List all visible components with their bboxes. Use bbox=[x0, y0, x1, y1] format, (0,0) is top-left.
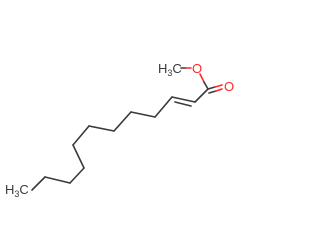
bond-c9-c10 bbox=[69, 167, 85, 184]
methyl-bottom-sub: 3 bbox=[14, 189, 19, 199]
methyl-bottom-h: H bbox=[5, 182, 14, 197]
methyl-top-sub: 3 bbox=[167, 68, 172, 78]
bond-oxygen-carbonyl-bottom bbox=[203, 81, 209, 90]
bond-c7-c8 bbox=[72, 125, 90, 146]
bond-oxygen-carbonyl-top bbox=[199, 73, 205, 83]
bond-c1-c2 bbox=[194, 88, 209, 103]
bond-c3-c4 bbox=[154, 96, 173, 118]
bond-c10-c11 bbox=[44, 176, 71, 184]
molecule-structure: H3C O O H3C bbox=[5, 61, 234, 199]
bond-carbonyl-double-b-left bbox=[208, 90, 217, 94]
bond-c5-c6 bbox=[113, 111, 132, 132]
bond-c2-c3-inner bbox=[174, 101, 192, 107]
bond-c2-c3 bbox=[171, 96, 196, 103]
carbonyl-oxygen-label: O bbox=[224, 79, 234, 94]
methyl-top-h: H bbox=[158, 61, 167, 76]
bond-c8-c9 bbox=[72, 144, 85, 169]
methyl-bottom-c: C bbox=[19, 182, 28, 197]
bond-c4-c5 bbox=[130, 111, 156, 118]
bond-c11-c12 bbox=[31, 176, 46, 191]
bond-c6-c7 bbox=[88, 125, 115, 132]
bond-carbonyl-double-a-left bbox=[207, 86, 216, 90]
methyl-top-label: H3C bbox=[158, 61, 182, 78]
methyl-bottom-label: H3C bbox=[5, 182, 29, 199]
bond-carbonyl-double-b-right bbox=[215, 88, 223, 92]
ether-oxygen-label: O bbox=[192, 61, 202, 76]
bond-carbonyl-double-a-right bbox=[214, 84, 223, 88]
methyl-top-c: C bbox=[172, 61, 181, 76]
